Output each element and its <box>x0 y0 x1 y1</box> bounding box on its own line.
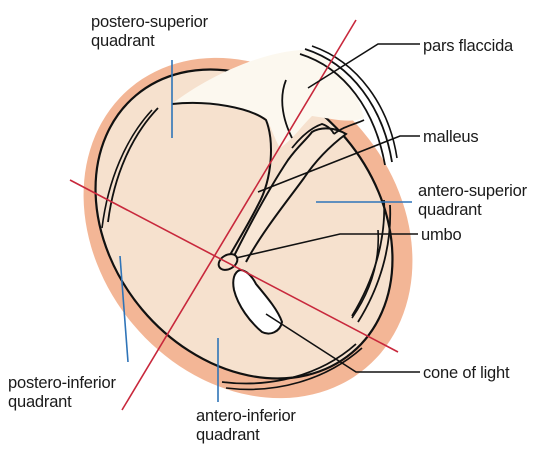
label-umbo: umbo <box>421 226 461 244</box>
label-cone-of-light: cone of light <box>423 364 510 382</box>
label-malleus: malleus <box>423 128 478 146</box>
label-pars-flaccida: pars flaccida <box>423 37 514 55</box>
label-postero-superior: postero-superior quadrant <box>91 13 212 50</box>
label-postero-inferior: postero-inferior quadrant <box>8 374 120 411</box>
label-antero-inferior: antero-inferior quadrant <box>196 407 300 444</box>
label-antero-superior: antero-superior quadrant <box>418 182 531 219</box>
